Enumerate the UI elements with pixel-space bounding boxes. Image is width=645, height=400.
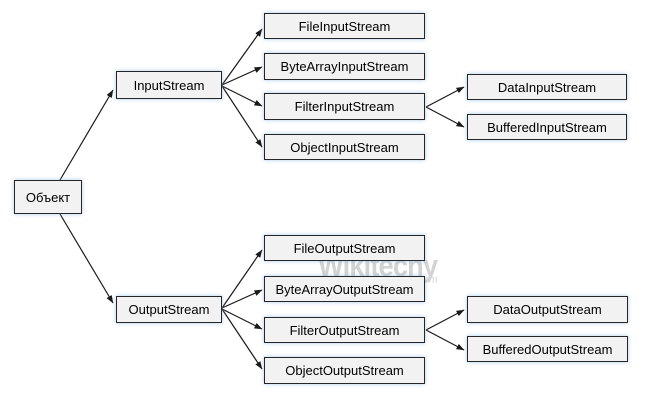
edge-inputstream-fileinputstream — [221, 28, 263, 86]
node-objectinputstream: ObjectInputStream — [264, 134, 425, 160]
edge-filteroutputstream-dataoutputstream — [425, 309, 465, 331]
edge-filterinputstream-datainputstream — [425, 86, 465, 108]
node-bytearrayinputstream: ByteArrayInputStream — [264, 53, 425, 80]
node-object-root: Объект — [14, 180, 82, 214]
node-bufferedinputstream: BufferedInputStream — [467, 114, 627, 140]
edge-outputstream-bytearrayoutputstream — [221, 289, 263, 309]
node-dataoutputstream: DataOutputStream — [467, 296, 628, 323]
node-bytearrayoutputstream: ByteArrayOutputStream — [264, 276, 425, 302]
node-filterinputstream: FilterInputStream — [264, 93, 425, 120]
edge-root-inputstream — [59, 89, 114, 181]
node-fileinputstream: FileInputStream — [264, 13, 425, 39]
node-outputstream: OutputStream — [116, 296, 222, 323]
edge-outputstream-fileoutputstream — [221, 249, 263, 309]
edge-inputstream-objectinputstream — [221, 85, 263, 148]
edge-filteroutputstream-bufferedoutputstream — [425, 329, 465, 351]
edge-outputstream-objectoutputstream — [221, 308, 263, 370]
node-filteroutputstream: FilterOutputStream — [264, 317, 425, 343]
node-fileoutputstream: FileOutputStream — [264, 235, 425, 261]
node-inputstream: InputStream — [116, 71, 222, 99]
node-bufferedoutputstream: BufferedOutputStream — [467, 336, 628, 362]
node-datainputstream: DataInputStream — [467, 74, 627, 100]
edge-root-outputstream — [59, 213, 114, 304]
edge-outputstream-filteroutputstream — [221, 308, 263, 330]
edge-inputstream-filterinputstream — [221, 85, 263, 107]
edge-filterinputstream-bufferedinputstream — [425, 106, 465, 128]
node-objectoutputstream: ObjectOutputStream — [264, 357, 425, 384]
edge-inputstream-bytearrayinputstream — [221, 66, 263, 86]
